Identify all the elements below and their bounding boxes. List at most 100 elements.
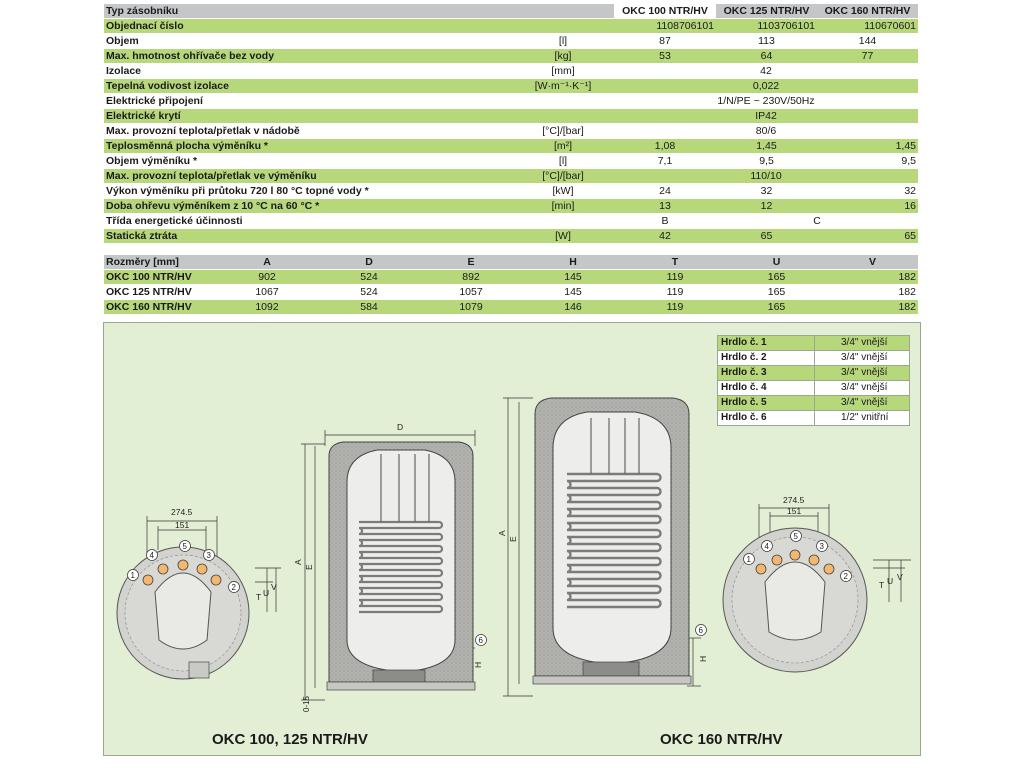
row-value: 42 <box>614 228 716 244</box>
row-value: 1103706101 <box>716 18 817 34</box>
table-row: Elektrické krytí IP42 <box>104 108 918 124</box>
row-unit: [°C]/[bar] <box>512 168 614 184</box>
dim-label-151: 151 <box>175 520 189 530</box>
dim-letter-t: T <box>879 580 884 590</box>
row-value-merged: IP42 <box>614 108 918 124</box>
port-number: 5 <box>794 532 799 541</box>
table-row: Výkon výměníku při průtoku 720 l 80 °C t… <box>104 183 918 199</box>
row-label: Tepelná vodivost izolace <box>104 78 512 94</box>
dims-header-cell: A <box>216 255 318 270</box>
spec-header-col: OKC 125 NTR/HV <box>716 4 817 19</box>
port-6-badge <box>475 634 487 646</box>
table-row: Hrdlo č. 2 3/4" vnější <box>717 350 910 366</box>
dim-letter-d: D <box>397 422 403 432</box>
row-unit: [W] <box>512 228 614 244</box>
row-unit: [l] <box>512 33 614 49</box>
row-label: Teplosměnná plocha výměníku * <box>104 138 512 154</box>
row-unit: [kg] <box>512 48 614 64</box>
dims-cell: 524 <box>318 269 420 285</box>
dims-cell: 1057 <box>420 284 522 300</box>
connection-value: 3/4" vnější <box>814 335 910 351</box>
table-row: Max. provozní teplota/přetlak v nádobě [… <box>104 123 918 139</box>
row-value: 32 <box>716 183 817 199</box>
port-number: 4 <box>150 551 155 560</box>
row-unit: [min] <box>512 198 614 214</box>
row-value: 64 <box>716 48 817 64</box>
table-row: Izolace [mm] 42 <box>104 63 918 79</box>
row-unit: [l] <box>512 153 614 169</box>
connection-value: 3/4" vnější <box>814 350 910 366</box>
row-unit: [m²] <box>512 138 614 154</box>
flange-shape <box>154 572 212 650</box>
dimension-lines <box>503 397 701 697</box>
dims-header-cell: Rozměry [mm] <box>104 255 216 270</box>
row-value: 65 <box>716 228 817 244</box>
left-side-view: D A E H 0-15 6 <box>293 422 487 712</box>
dimension-lines <box>146 516 281 612</box>
dim-letter-h: H <box>473 662 483 668</box>
inlet-pipes <box>380 454 430 522</box>
dim-label-151: 151 <box>787 506 801 516</box>
row-label: Třída energetické účinnosti <box>104 213 512 229</box>
row-value: 7,1 <box>614 153 716 169</box>
table-row: Třída energetické účinnosti B C <box>104 213 918 229</box>
port-number: 1 <box>131 571 136 580</box>
table-row: Hrdlo č. 1 3/4" vnější <box>717 335 910 351</box>
port-number: 6 <box>699 626 704 635</box>
heat-exchanger-coil <box>566 472 662 609</box>
row-label: Objednací číslo <box>104 18 512 34</box>
row-value: 16 <box>817 198 918 214</box>
port-number-badges: 1 2 3 4 5 <box>127 540 240 593</box>
port-6-badge <box>695 624 707 636</box>
dim-letter-h: H <box>698 656 708 662</box>
dim-letter-u: U <box>263 588 269 598</box>
dim-letter-e: E <box>508 536 518 542</box>
row-value: 1,08 <box>614 138 716 154</box>
row-value: 65 <box>817 228 918 244</box>
dims-cell: 1079 <box>420 299 522 315</box>
dims-cell: 1067 <box>216 284 318 300</box>
connection-label: Hrdlo č. 6 <box>717 410 815 426</box>
table-row: Objem [l] 87 113 144 <box>104 33 918 49</box>
row-value: C <box>716 213 918 229</box>
spec-header-row: Typ zásobníku OKC 100 NTR/HV OKC 125 NTR… <box>104 4 918 19</box>
port-markers <box>142 559 222 586</box>
row-value: B <box>614 213 716 229</box>
row-unit <box>512 213 614 229</box>
dims-cell: 119 <box>624 269 726 285</box>
dim-label-base: 0-15 <box>302 695 311 712</box>
row-value: 9,5 <box>817 153 918 169</box>
row-value: 110670601 <box>817 18 918 34</box>
dims-header-cell: V <box>827 255 918 270</box>
row-unit: [kW] <box>512 183 614 199</box>
dim-letter-a: A <box>293 559 303 565</box>
table-row: Hrdlo č. 5 3/4" vnější <box>717 395 910 411</box>
row-value: 9,5 <box>716 153 817 169</box>
table-row: Max. provozní teplota/přetlak ve výměník… <box>104 168 918 184</box>
row-value: 24 <box>614 183 716 199</box>
port-number: 4 <box>765 542 770 551</box>
connection-label: Hrdlo č. 1 <box>717 335 815 351</box>
row-value: 13 <box>614 198 716 214</box>
row-label: Objem výměníku * <box>104 153 512 169</box>
connection-label: Hrdlo č. 5 <box>717 395 815 411</box>
dims-header-cell: E <box>420 255 522 270</box>
spec-header-col: OKC 100 NTR/HV <box>614 4 716 19</box>
port-number: 2 <box>232 583 237 592</box>
row-value-merged: 42 <box>614 63 918 79</box>
row-value: 32 <box>817 183 918 199</box>
port-number: 1 <box>747 555 752 564</box>
table-row: OKC 100 NTR/HV 902 524 892 145 119 165 1… <box>104 269 918 285</box>
bottom-flange <box>372 669 426 683</box>
row-value: 53 <box>614 48 716 64</box>
caption-okc-100-125: OKC 100, 125 NTR/HV <box>212 731 368 748</box>
spec-header-unit <box>512 4 614 19</box>
dim-letter-v: V <box>271 582 277 592</box>
dims-header-cell: U <box>726 255 827 270</box>
port-number: 6 <box>479 636 484 645</box>
table-row: Elektrické připojení 1/N/PE ~ 230V/50Hz <box>104 93 918 109</box>
row-label: Max. provozní teplota/přetlak ve výměník… <box>104 168 512 184</box>
base-plate <box>532 675 692 685</box>
spec-header-col: OKC 160 NTR/HV <box>817 4 918 19</box>
dims-cell: 119 <box>624 299 726 315</box>
